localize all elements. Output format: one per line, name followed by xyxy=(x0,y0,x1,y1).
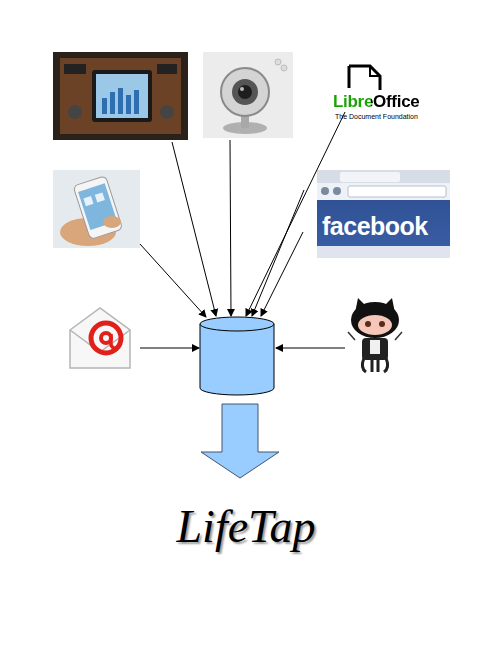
down-arrow xyxy=(201,404,279,478)
source-arrows xyxy=(140,112,345,348)
logo-subtext: The Document Foundation xyxy=(335,113,418,120)
facebook-screenshot xyxy=(317,170,450,258)
smartphone-photo xyxy=(53,170,140,248)
logo-text: LibreOffice xyxy=(333,92,419,112)
title: LifeTap xyxy=(0,500,496,553)
libreoffice-logo-icon xyxy=(349,66,380,90)
database-cylinder xyxy=(200,317,274,395)
octocat-figure xyxy=(348,298,402,372)
email-icon xyxy=(70,308,130,368)
car-dashboard-photo xyxy=(53,52,188,140)
webcam-photo xyxy=(203,52,293,138)
site-logo-text: facebook xyxy=(322,212,428,241)
